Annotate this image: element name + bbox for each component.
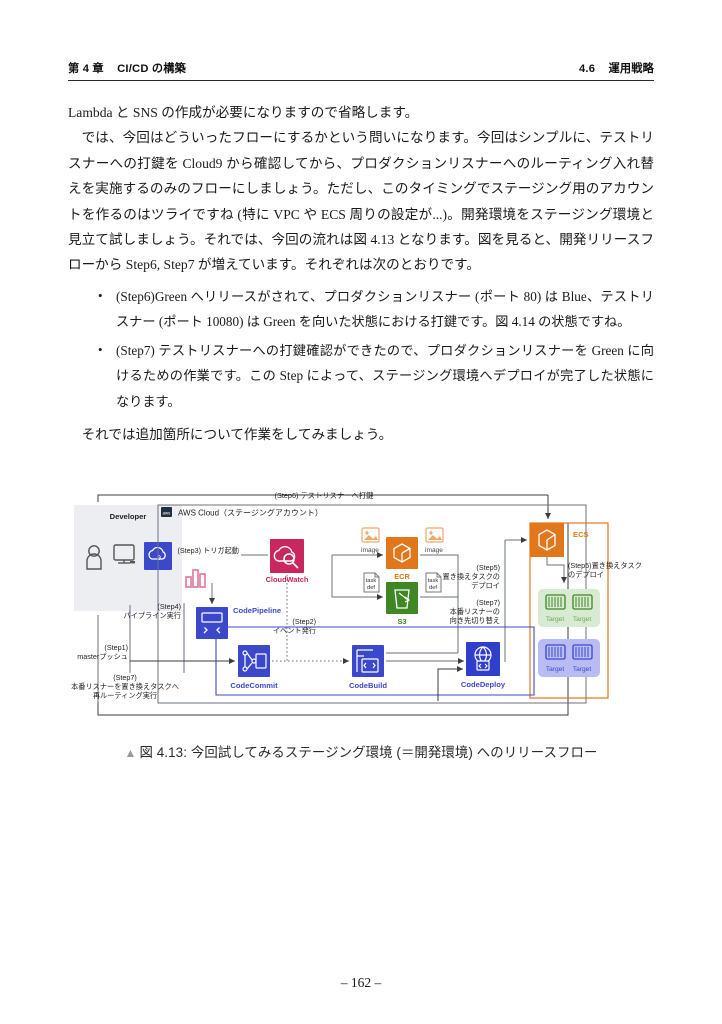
green-target-1: Target (545, 594, 566, 623)
section-title: 運用戦略 (608, 63, 654, 75)
paragraph-3: それでは追加箇所について作業をしてみましょう。 (81, 426, 393, 442)
codecommit-label: CodeCommit (230, 681, 278, 690)
list-item: (Step6)Green へリリースがされて、プロダクションリスナー (ポート … (98, 283, 654, 334)
running-header-left: 第 4 章 CI/CD の構築 (68, 60, 186, 76)
taskdef-artifact-right-label-2: def (429, 585, 437, 591)
step-label-step5-left-line2: 置き換えタスクの (442, 572, 500, 581)
step-label-step1-line2: masterプッシュ (77, 652, 128, 661)
pipeline-bus (196, 626, 535, 696)
blue-target-2: Target (572, 644, 593, 673)
list-item: (Step7) テストリスナーへの打鍵確認ができたので、プロダクションリスナーを… (98, 337, 654, 414)
caption-triangle-icon: ▲ (124, 746, 137, 760)
green-target-1-label: Target (546, 616, 564, 623)
codepipeline-label: CodePipeline (233, 606, 281, 615)
aws-cloud-badge (161, 507, 172, 517)
green-target-2-label: Target (573, 616, 591, 623)
image-artifact-right: image (425, 527, 444, 554)
step-label-step5-left-line1: (Step5) (476, 563, 500, 572)
user-icon (86, 545, 102, 570)
green-target-2: Target (572, 594, 593, 623)
step-label-step7-right-line2: 本番リスナーの (450, 607, 500, 616)
bullet-list: (Step6)Green へリリースがされて、プロダクションリスナー (ポート … (68, 283, 654, 414)
metrics-chart-icon (185, 569, 206, 588)
taskdef-artifact-right: task def (425, 572, 442, 593)
step-label-step6: (Step6) テストリスナーへ打鍵 (275, 491, 375, 500)
running-header: 第 4 章 CI/CD の構築 4.6 運用戦略 (68, 56, 654, 81)
ecr-service: ECR (386, 537, 418, 581)
ecs-service: ECS (530, 523, 589, 557)
aws-cloud-group-title: AWS Cloud（ステージングアカウント） (178, 508, 323, 518)
header-rule (68, 80, 654, 81)
developer-group-title: Developer (110, 512, 147, 521)
blue-target-2-label: Target (573, 666, 591, 673)
taskdef-artifact-right-label-1: task (428, 578, 439, 584)
blue-target-1-label: Target (546, 666, 564, 673)
workstation-icon (113, 544, 135, 564)
chapter-title: CI/CD の構築 (117, 63, 187, 75)
step-label-step5-left-line3: デプロイ (471, 581, 500, 590)
body-text: Lambda と SNS の作成が必要になりますので省略します。 では、今回はど… (68, 100, 654, 461)
codepipeline-service: CodePipeline (196, 606, 281, 639)
blue-target-1: Target (545, 644, 566, 673)
ecr-label: ECR (394, 572, 410, 581)
image-artifact-left-label: image (361, 547, 379, 554)
taskdef-artifact-left-label-1: task (366, 578, 377, 584)
caption-text: 今回試してみるステージング環境 (＝開発環境) へのリリースフロー (190, 745, 598, 760)
paragraph-2: では、今回はどういったフローにするかという問いになります。今回はシンプルに、テス… (68, 130, 654, 273)
step-label-step7-left-line1: (Step7) (113, 673, 137, 682)
codedeploy-service: CodeDeploy (461, 642, 506, 689)
step-label-step2-line2: イベント発行 (273, 626, 316, 635)
paragraph-1: Lambda と SNS の作成が必要になりますので省略します。 (68, 105, 419, 120)
ecs-label: ECS (573, 530, 589, 539)
ecs-group-box (529, 522, 609, 699)
codebuild-service: CodeBuild (349, 645, 387, 690)
section-number: 4.6 (578, 63, 596, 75)
step-label-step5-right-line1: (Step5)置き換えタスク (568, 561, 642, 570)
image-artifact-right-label: image (425, 547, 443, 554)
step6-connector (97, 494, 551, 519)
step-label-step1-line1: (Step1) (104, 643, 128, 652)
svg-text:9: 9 (157, 555, 161, 562)
release-flow-diagram: (Step6) テストリスナーへ打鍵 Developer (68, 487, 654, 727)
svg-text:aws: aws (163, 510, 171, 515)
step-label-step5-right-line2: のデプロイ (568, 570, 604, 579)
step-label-step4-line2: パイプライン実行 (123, 611, 181, 620)
step-label-step7-right-line1: (Step7) (476, 598, 500, 607)
image-artifact-left: image (361, 527, 380, 554)
step-label-step7-left-line2: 本番リスナーを置き換えタスクへ (71, 682, 179, 691)
page-number: – 162 – (340, 975, 382, 990)
codedeploy-label: CodeDeploy (461, 680, 506, 689)
caption-label: 図 4.13: (139, 745, 188, 760)
taskdef-artifact-left: task def (363, 572, 380, 593)
cloudwatch-service: CloudWatch (266, 539, 309, 584)
codebuild-label: CodeBuild (349, 681, 387, 690)
running-header-right: 4.6 運用戦略 (579, 60, 654, 76)
step-label-step7-right-line3: 向き先切り替え (450, 616, 500, 625)
step-label-step7-left-line3: 再ルーティング実行 (93, 691, 157, 700)
step-label-step3: (Step3) トリガ起動 (177, 546, 239, 555)
chapter-number: 第 4 章 (68, 63, 104, 75)
figure-caption: ▲図 4.13: 今回試してみるステージング環境 (＝開発環境) へのリリースフ… (68, 741, 654, 761)
s3-label: S3 (397, 617, 406, 626)
s3-service: S3 (386, 582, 418, 626)
step-label-step4-line1: (Step4) (157, 602, 181, 611)
step-label-step2-line1: (Step2) (292, 617, 316, 626)
codecommit-service: CodeCommit (230, 645, 278, 690)
taskdef-artifact-left-label-2: def (367, 585, 375, 591)
figure-4-13: (Step6) テストリスナーへ打鍵 Developer (68, 487, 654, 761)
